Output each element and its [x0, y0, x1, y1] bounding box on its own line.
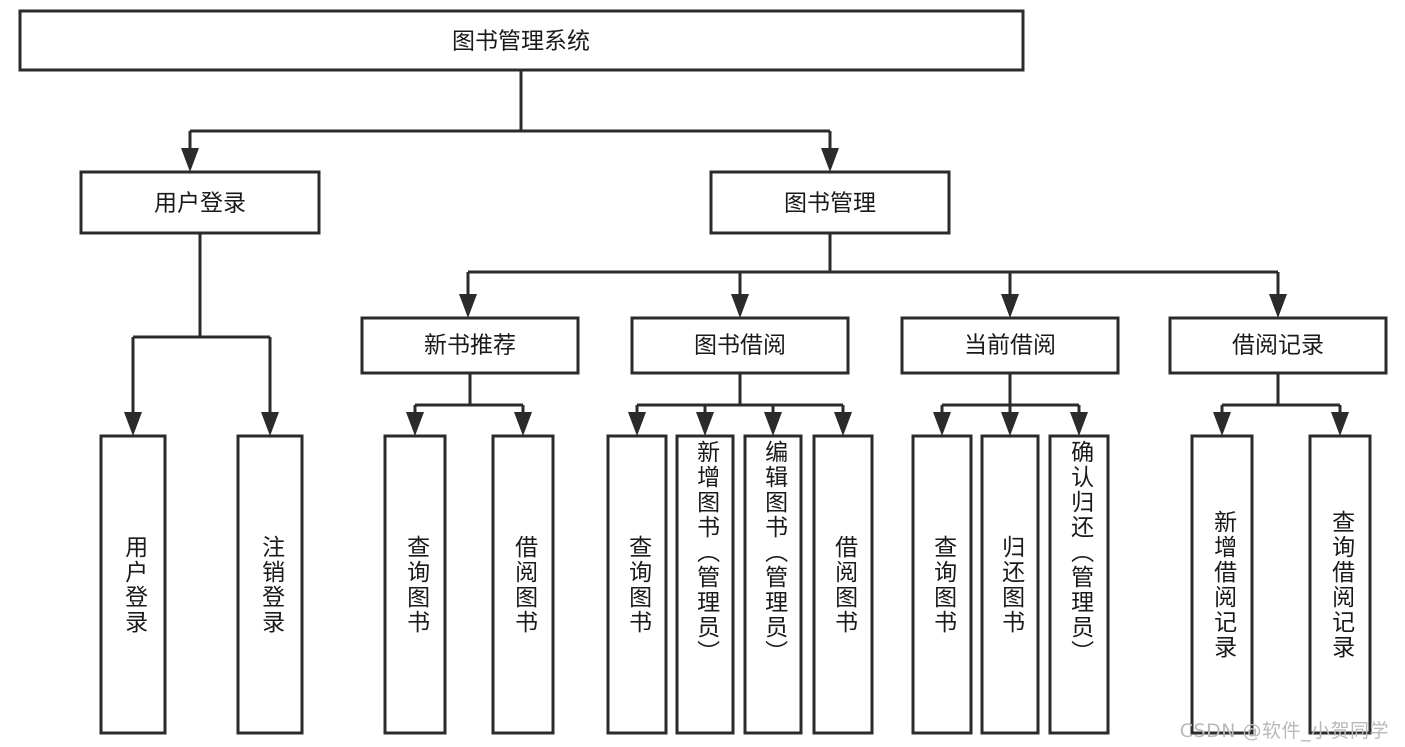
- connector-group-root: [181, 70, 839, 172]
- arrow-head-ul-leaf-2: [261, 412, 279, 436]
- leaf-box-current-borrow-2[interactable]: [980, 434, 1040, 735]
- arrow-head-br-leaf-1: [1213, 412, 1231, 436]
- node-user-login-box[interactable]: [79, 170, 321, 235]
- node-new-book-recommend-label: 新书推荐: [424, 333, 516, 359]
- node-borrow-record-label: 借阅记录: [1232, 333, 1324, 359]
- arrow-head-l3-2: [731, 294, 749, 318]
- arrow-head-nbr-leaf-1: [406, 412, 424, 436]
- connector-group-current-borrow: [933, 373, 1088, 436]
- leaf-box-new-book-recommend-2[interactable]: [491, 434, 555, 735]
- node-root-title[interactable]: 图书管理系统: [18, 9, 1025, 72]
- node-user-login[interactable]: 用户登录: [79, 170, 321, 235]
- connector-group-user-login: [124, 233, 279, 436]
- node-current-borrow-label: 当前借阅: [964, 333, 1056, 359]
- arrow-head-ul-leaf-1: [124, 412, 142, 436]
- node-book-borrow-box[interactable]: [630, 316, 850, 375]
- arrow-head-user-login: [181, 148, 199, 172]
- arrow-head-bb-leaf-3: [764, 412, 782, 436]
- node-book-management[interactable]: 图书管理: [709, 170, 951, 235]
- node-book-management-label: 图书管理: [784, 191, 876, 217]
- leaf-box-book-borrow-4[interactable]: [812, 434, 874, 735]
- leaf-box-user-login-1[interactable]: [99, 434, 167, 735]
- leaf-box-book-borrow-3[interactable]: [743, 434, 803, 735]
- node-borrow-record-box[interactable]: [1168, 316, 1388, 375]
- node-root-title-box[interactable]: [18, 9, 1025, 72]
- arrow-head-cb-leaf-2: [1001, 412, 1019, 436]
- leaf-box-user-login-2[interactable]: [236, 434, 304, 735]
- leaf-box-book-borrow-2[interactable]: [675, 434, 735, 735]
- arrow-head-l3-3: [1001, 294, 1019, 318]
- connector-group-book-borrow: [628, 373, 852, 436]
- node-current-borrow-box[interactable]: [900, 316, 1120, 375]
- node-book-borrow-label: 图书借阅: [694, 333, 786, 359]
- leaf-box-new-book-recommend-1[interactable]: [383, 434, 447, 735]
- arrow-head-cb-leaf-3: [1070, 412, 1088, 436]
- arrow-head-bb-leaf-4: [834, 412, 852, 436]
- connector-group-book-management: [459, 233, 1287, 318]
- leaf-box-book-borrow-1[interactable]: [606, 434, 668, 735]
- arrow-head-cb-leaf-1: [933, 412, 951, 436]
- arrow-head-l3-1: [459, 294, 477, 318]
- csdn-watermark: CSDN @软件_小贺同学: [1179, 720, 1389, 742]
- node-new-book-recommend-box[interactable]: [360, 316, 580, 375]
- leaf-box-borrow-record-2[interactable]: [1308, 434, 1372, 735]
- arrow-head-nbr-leaf-2: [514, 412, 532, 436]
- node-current-borrow[interactable]: 当前借阅: [900, 316, 1120, 375]
- arrow-head-l3-4: [1269, 294, 1287, 318]
- node-user-login-label: 用户登录: [154, 191, 246, 217]
- leaf-box-current-borrow-1[interactable]: [911, 434, 973, 735]
- node-borrow-record[interactable]: 借阅记录: [1168, 316, 1388, 375]
- arrow-head-bb-leaf-2: [696, 412, 714, 436]
- connector-group-borrow-record: [1213, 373, 1349, 436]
- arrow-head-book-mgmt: [821, 148, 839, 172]
- node-new-book-recommend[interactable]: 新书推荐: [360, 316, 580, 375]
- node-book-borrow[interactable]: 图书借阅: [630, 316, 850, 375]
- arrow-head-bb-leaf-1: [628, 412, 646, 436]
- leaf-box-current-borrow-3[interactable]: [1048, 434, 1110, 735]
- leaf-box-borrow-record-1[interactable]: [1190, 434, 1254, 735]
- node-root-title-label: 图书管理系统: [452, 29, 590, 55]
- arrow-head-br-leaf-2: [1331, 412, 1349, 436]
- connector-group-new-book-recommend: [406, 373, 532, 436]
